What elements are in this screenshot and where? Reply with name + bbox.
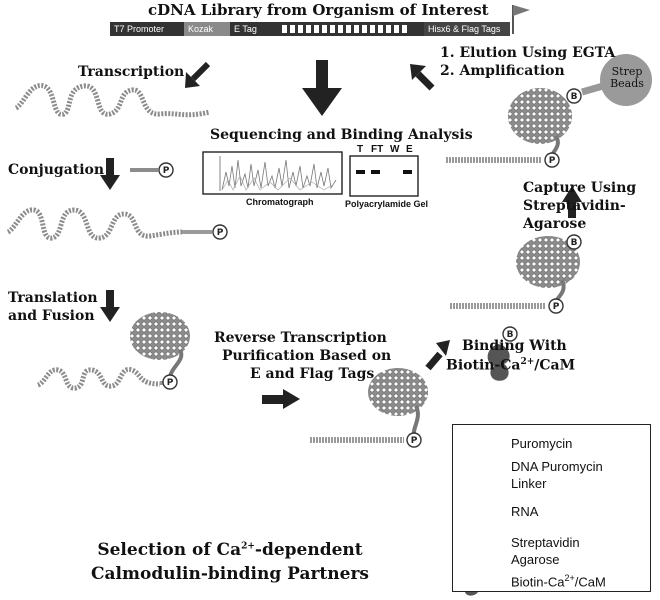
label-capture-1: Capture Using bbox=[523, 180, 637, 196]
puromycin-icon bbox=[158, 162, 174, 178]
arrow-conjugation bbox=[100, 158, 120, 190]
his-flag-segment: Hisx6 & Flag Tags bbox=[424, 22, 510, 36]
gel-label: Polyacrylamide Gel bbox=[345, 199, 429, 209]
chromatograph-label: Chromatograph bbox=[246, 197, 314, 207]
puromycin-icon bbox=[548, 298, 564, 314]
label-capture-3: Agarose bbox=[523, 216, 587, 232]
label-translation-2: and Fusion bbox=[8, 308, 95, 324]
svg-text:P: P bbox=[549, 156, 556, 166]
arrow-elution bbox=[410, 64, 435, 91]
svg-text:P: P bbox=[163, 166, 170, 176]
protein-blob bbox=[368, 368, 428, 416]
protein-blob bbox=[508, 88, 572, 144]
arrow-transcription bbox=[185, 61, 211, 88]
figure-title-line-1: Selection of Ca2+-dependent bbox=[97, 540, 363, 560]
label-elution-2: 2. Amplification bbox=[440, 63, 565, 79]
arrow-binding bbox=[425, 340, 450, 371]
rna-strand-3 bbox=[36, 366, 161, 391]
construct-bar: T7 Promoter Kozak E Tag Hisx6 & Flag Tag… bbox=[110, 22, 510, 36]
biotin-icon bbox=[566, 88, 582, 104]
svg-text:B: B bbox=[571, 238, 578, 248]
svg-text:P: P bbox=[553, 302, 560, 312]
gel-lane-ft: FT bbox=[371, 144, 384, 155]
arrow-sequencing bbox=[302, 60, 342, 116]
svg-text:P: P bbox=[217, 228, 224, 238]
rna-strand-1 bbox=[14, 83, 211, 118]
kozak-segment: Kozak bbox=[184, 22, 230, 36]
gel-lane-t: T bbox=[357, 144, 364, 155]
label-translation-1: Translation bbox=[8, 290, 98, 306]
label-binding-2: Biotin-Ca2+/CaM bbox=[446, 357, 576, 374]
rna-strand-2 bbox=[6, 207, 183, 241]
flag-icon bbox=[512, 5, 530, 34]
library-title: cDNA Library from Organism of Interest bbox=[148, 1, 489, 19]
gel-lane-e: E bbox=[406, 144, 413, 155]
svg-text:B: B bbox=[571, 92, 578, 102]
svg-text:P: P bbox=[411, 436, 418, 446]
cdna-insert-segment bbox=[278, 22, 424, 36]
chromatograph-panel bbox=[202, 151, 343, 195]
biotin-icon bbox=[566, 234, 582, 250]
puromycin-icon bbox=[212, 224, 228, 240]
figure-title-line-2: Calmodulin-binding Partners bbox=[91, 564, 369, 584]
label-rt-1: Reverse Transcription bbox=[214, 330, 387, 346]
gel-panel bbox=[349, 155, 419, 197]
svg-text:P: P bbox=[167, 378, 174, 388]
strep-beads bbox=[600, 54, 652, 106]
label-conjugation: Conjugation bbox=[8, 162, 105, 178]
biotin-cam-icon: B bbox=[487, 326, 518, 381]
protein-blob bbox=[130, 312, 190, 360]
arrow-reverse-transcription bbox=[262, 389, 300, 409]
gel-lane-w: W bbox=[390, 144, 400, 155]
t7-promoter-segment: T7 Promoter bbox=[110, 22, 184, 36]
arrow-translation bbox=[100, 290, 120, 322]
legend-box: Puromycin DNA Puromycin Linker RNA Strep… bbox=[452, 424, 651, 592]
puromycin-icon bbox=[162, 374, 178, 390]
label-capture-2: Streptavidin- bbox=[523, 198, 626, 214]
label-transcription: Transcription bbox=[78, 64, 185, 80]
label-elution-1: 1. Elution Using EGTA bbox=[440, 45, 616, 61]
arrow-capture bbox=[562, 186, 582, 218]
protein-blob bbox=[516, 236, 580, 288]
label-seq-analysis: Sequencing and Binding Analysis bbox=[210, 127, 473, 143]
svg-text:B: B bbox=[507, 330, 514, 340]
puromycin-icon bbox=[406, 432, 422, 448]
label-rt-2: Purification Based on bbox=[222, 348, 392, 364]
label-rt-3: E and Flag Tags bbox=[250, 366, 375, 382]
puromycin-icon bbox=[544, 152, 560, 168]
etag-segment: E Tag bbox=[230, 22, 278, 36]
label-binding-1: Binding With bbox=[462, 338, 567, 354]
